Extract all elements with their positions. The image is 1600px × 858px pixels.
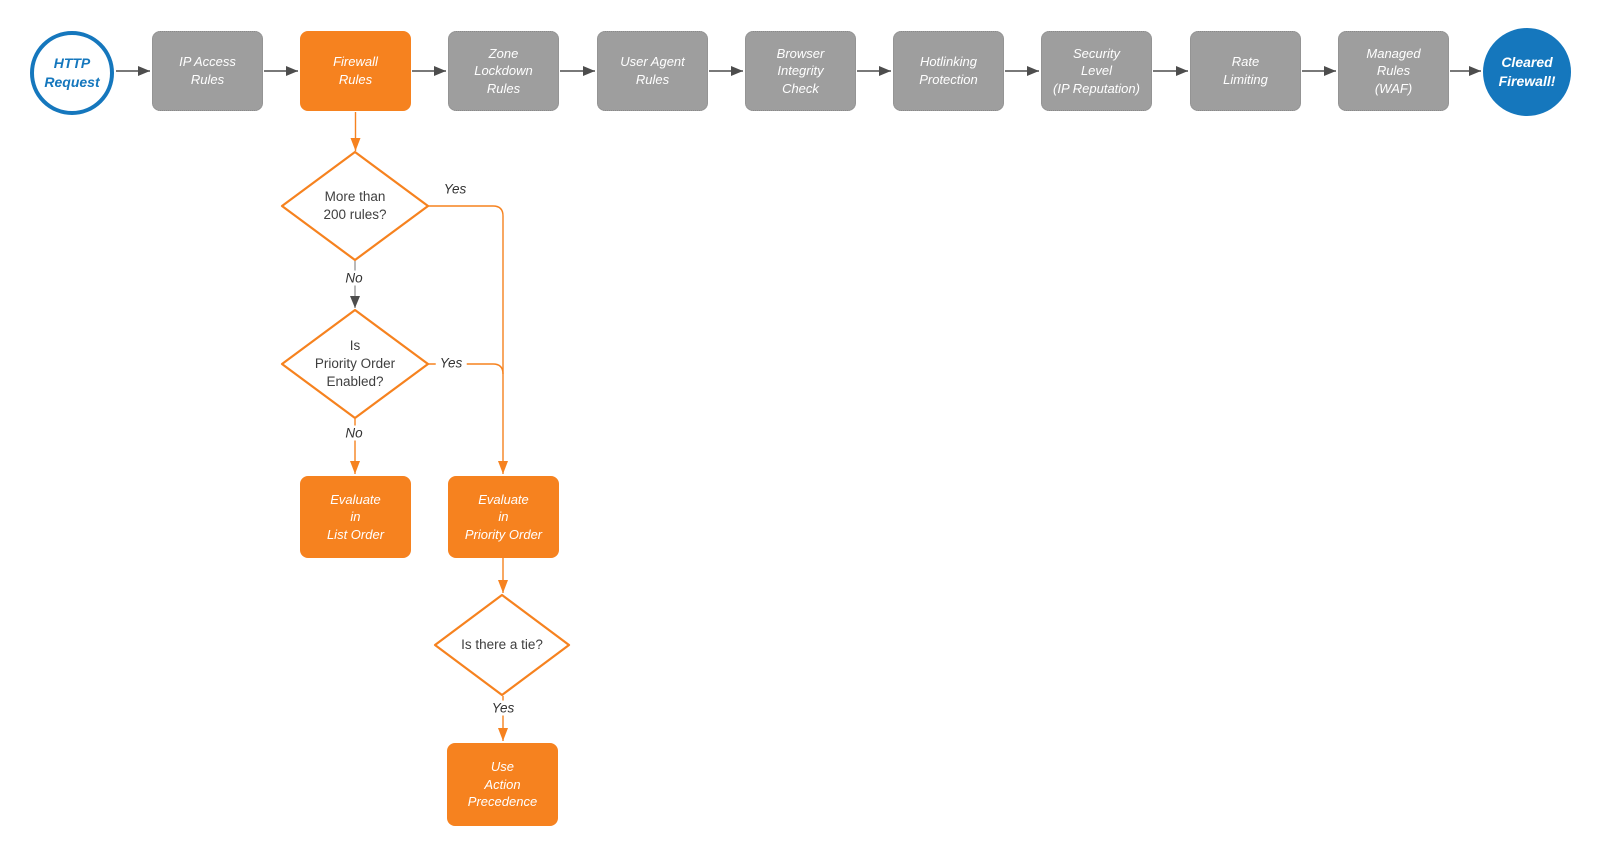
stage-label: IP Access Rules [179,54,236,87]
stage-user-agent-rules: User Agent Rules [597,31,708,111]
edge-label-tie-yes: Yes [487,700,519,716]
decision-label: Is there a tie? [461,636,543,652]
decision-tie: Is there a tie? [435,595,569,695]
end-node-cleared-firewall: Cleared Firewall! [1483,28,1571,116]
edge-label-200-rules-no: No [341,270,367,286]
decision-priority-enabled: Is Priority Order Enabled? [282,310,428,418]
action-evaluate-priority-order: Evaluate in Priority Order [448,476,559,558]
stage-security-level: Security Level (IP Reputation) [1041,31,1152,111]
stage-browser-integrity-check: Browser Integrity Check [745,31,856,111]
stage-zone-lockdown-rules: Zone Lockdown Rules [448,31,559,111]
edge-label-priority-enabled-no: No [341,425,367,441]
action-evaluate-list-order: Evaluate in List Order [300,476,411,558]
stage-label: Hotlinking Protection [919,54,978,87]
action-label: Use Action Precedence [467,759,538,810]
stage-hotlinking-protection: Hotlinking Protection [893,31,1004,111]
connector-priority-enabled-yes [428,363,504,375]
stage-firewall-rules: Firewall Rules [300,31,411,111]
decision-priority-enabled-shape [280,308,430,420]
stage-label: Managed Rules (WAF) [1366,45,1421,96]
decision-tie-shape [433,593,571,697]
action-use-action-precedence: Use Action Precedence [447,743,558,826]
stage-label: Firewall Rules [333,54,378,87]
stage-managed-rules-waf: Managed Rules (WAF) [1338,31,1449,111]
stage-label: Rate Limiting [1223,54,1268,87]
stage-label: Zone Lockdown Rules [474,45,533,96]
end-node-label: Cleared Firewall! [1498,54,1556,89]
stage-label: User Agent Rules [620,54,685,87]
decision-200-rules-shape [280,150,430,262]
stage-ip-access-rules: IP Access Rules [152,31,263,111]
decision-label: More than 200 rules? [323,188,387,222]
decision-label: Is Priority Order Enabled? [314,337,396,390]
connector-200-rules-yes [428,205,508,474]
decision-200-rules: More than 200 rules? [282,152,428,260]
start-node-http-request: HTTP Request [30,31,114,115]
action-label: Evaluate in List Order [326,491,385,542]
start-node-label: HTTP Request [44,55,100,90]
edge-label-priority-enabled-yes: Yes [435,355,467,371]
action-label: Evaluate in Priority Order [464,491,543,542]
stage-rate-limiting: Rate Limiting [1190,31,1301,111]
edge-label-200-rules-yes: Yes [439,181,471,197]
stage-label: Browser Integrity Check [776,45,825,96]
stage-label: Security Level (IP Reputation) [1053,45,1140,96]
